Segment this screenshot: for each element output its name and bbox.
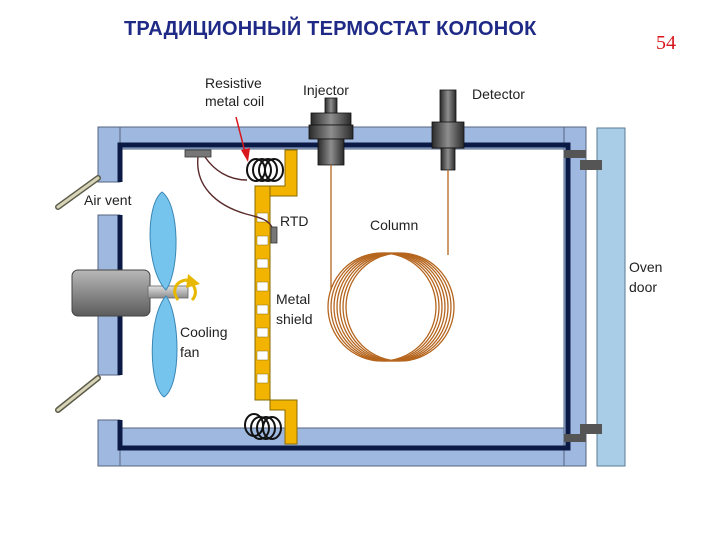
metal-shield-label-2: shield (276, 311, 313, 327)
resistive-coil-label-1: Resistive (205, 75, 262, 91)
rtd-label: RTD (280, 213, 309, 229)
slide-number: 54 (656, 32, 676, 54)
resistive-coil-label-2: metal coil (205, 93, 264, 109)
cooling-fan-label-1: Cooling (180, 324, 227, 340)
cooling-fan (149, 191, 200, 398)
injector-label: Injector (303, 82, 349, 98)
oven-door-label-1: Oven (629, 259, 662, 275)
detector-label: Detector (472, 86, 525, 102)
detector (431, 89, 465, 171)
air-vent-flaps (55, 175, 101, 413)
slide-title: ТРАДИЦИОННЫЙ ТЕРМОСТАТ КОЛОНОК (124, 18, 537, 40)
air-vent-label: Air vent (84, 192, 132, 208)
coil-pointer-arrow (235, 116, 250, 162)
column-coil (327, 165, 455, 362)
column-label: Column (370, 217, 418, 233)
oven-door (564, 127, 626, 467)
cooling-fan-label-2: fan (180, 344, 199, 360)
injector (308, 97, 354, 166)
oven-door-label-2: door (629, 279, 657, 295)
resistive-coil (244, 158, 284, 440)
metal-shield-label-1: Metal (276, 291, 310, 307)
metal-shield (254, 149, 298, 445)
rtd-sensor (184, 149, 278, 244)
fan-motor (71, 269, 189, 317)
